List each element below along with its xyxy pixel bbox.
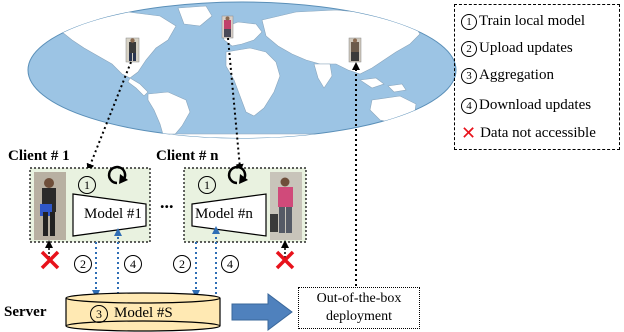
legend-item: 2 Upload updates xyxy=(461,40,573,57)
clientn-title: Client # n xyxy=(156,148,219,164)
legend-item: 3 Aggregation xyxy=(461,67,554,84)
legend-item: 4 Download updates xyxy=(461,97,591,114)
legend-label: Train local model xyxy=(479,13,586,29)
server-title: Server xyxy=(4,304,47,320)
legend-box: 1 Train local model 2 Upload updates 3 A… xyxy=(454,4,620,150)
deployment-line1: Out-of-the-box xyxy=(316,291,402,306)
server-cylinder xyxy=(65,292,221,332)
server-model-label: Model #S xyxy=(114,305,173,321)
deployment-line2: deployment xyxy=(325,309,393,324)
arrow-map-to-client1 xyxy=(86,61,132,172)
client1-title: Client # 1 xyxy=(8,148,70,164)
legend-item: ✕ Data not accessible xyxy=(461,123,596,144)
clientn-person-photo xyxy=(270,172,302,240)
step-number-badge: 1 xyxy=(198,176,216,194)
step-number-badge: 1 xyxy=(461,13,477,30)
deployment-box: Out-of-the-box deployment xyxy=(298,287,420,329)
step-number-badge: 2 xyxy=(173,255,191,273)
cycle-icon xyxy=(107,165,128,185)
map-person-photo-americas xyxy=(125,37,140,63)
step-number-badge: 2 xyxy=(74,255,92,273)
legend-label: Aggregation xyxy=(479,67,554,83)
step-number-badge: 2 xyxy=(461,40,477,57)
legend-label: Download updates xyxy=(479,97,592,113)
client1-person-photo xyxy=(34,172,66,240)
x-mark-icon xyxy=(40,250,60,270)
legend-label: Data not accessible xyxy=(480,125,596,141)
map-person-photo-asia xyxy=(348,37,362,63)
world-map xyxy=(27,1,457,139)
step-number-badge: 1 xyxy=(78,176,96,194)
step-number-badge: 3 xyxy=(461,67,477,84)
x-mark-icon: ✕ xyxy=(461,123,477,144)
client1-model-label: Model #1 xyxy=(84,206,142,222)
step-number-badge: 4 xyxy=(221,255,239,273)
legend-label: Upload updates xyxy=(479,40,573,56)
map-person-photo-europe xyxy=(221,15,234,39)
clientn-model-shape xyxy=(191,193,267,237)
step-number-badge: 3 xyxy=(90,305,108,323)
step-number-badge: 4 xyxy=(461,97,477,114)
legend-item: 1 Train local model xyxy=(461,13,585,30)
arrow-map-to-clientn xyxy=(227,37,244,172)
x-mark-icon xyxy=(275,250,295,270)
step-number-badge: 4 xyxy=(124,255,142,273)
cycle-icon xyxy=(227,165,248,185)
deployment-arrow xyxy=(231,293,293,331)
clients-ellipsis: ... xyxy=(160,192,174,212)
client1-model-shape xyxy=(72,193,147,237)
clientn-model-label: Model #n xyxy=(195,206,253,222)
